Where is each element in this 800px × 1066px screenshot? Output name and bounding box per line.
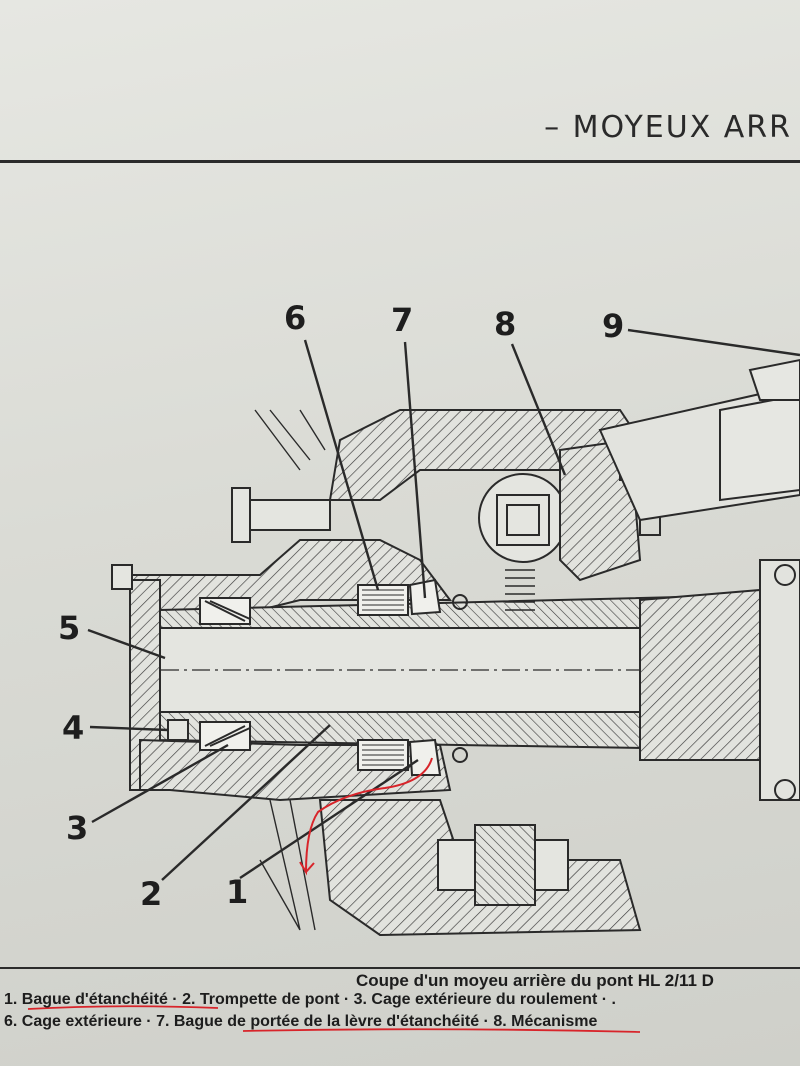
spring [505, 569, 535, 611]
leader-9 [627, 328, 800, 357]
leader-5 [87, 628, 166, 660]
callout-8: 8 [494, 305, 517, 343]
wheel-stud [239, 499, 331, 531]
callout-5: 5 [58, 609, 81, 647]
leader-lines [87, 328, 800, 881]
leader-2 [161, 724, 331, 881]
red-underline-1 [27, 1005, 219, 1010]
caption-rule [0, 967, 800, 969]
leader-8 [510, 343, 567, 476]
callout-7: 7 [391, 301, 414, 339]
callout-4: 4 [62, 709, 85, 747]
callout-3: 3 [66, 809, 89, 847]
leader-3 [91, 743, 229, 824]
figure-caption-title: Coupe d'un moyeu arrière du pont HL 2/11… [356, 971, 714, 990]
leader-1 [239, 758, 419, 880]
figure-legend-line-1: 1. Bague d'étanchéité · 2. Trompette de … [4, 991, 616, 1008]
leader-6 [303, 339, 380, 591]
differential-housing [639, 588, 761, 761]
callout-2: 2 [140, 875, 163, 913]
header-rule [0, 160, 800, 163]
callout-1: 1 [226, 873, 249, 911]
leader-4 [89, 725, 169, 732]
wheel-rim-upper [254, 409, 326, 471]
callout-6: 6 [284, 299, 307, 337]
page-header-title: – MOYEUX ARR [544, 110, 792, 145]
callout-9: 9 [602, 307, 625, 345]
red-underline-2 [242, 1028, 641, 1033]
leader-7 [403, 341, 427, 599]
figure-legend-line-2: 6. Cage extérieure · 7. Bague de portée … [4, 1013, 598, 1030]
red-pen-arrow [299, 757, 433, 876]
